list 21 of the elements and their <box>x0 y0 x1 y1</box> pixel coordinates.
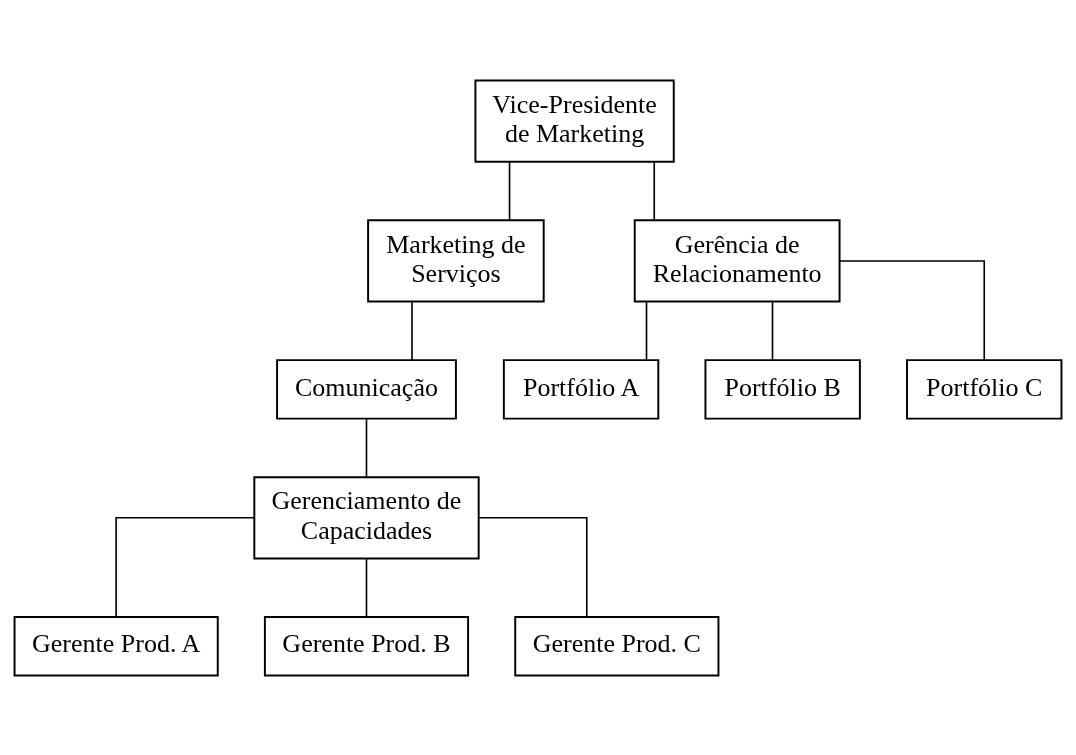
node-box: Portfólio A <box>502 358 660 420</box>
connector <box>645 300 648 361</box>
connector <box>838 259 986 360</box>
connector <box>411 300 413 361</box>
node-box: Comunicação <box>276 358 457 420</box>
node-box: Vice-Presidente de Marketing <box>474 79 675 163</box>
connector <box>478 516 588 617</box>
node-box: Portfólio B <box>704 358 861 420</box>
connector <box>508 161 511 221</box>
node-box: Gerente Prod. B <box>263 615 470 676</box>
connector <box>365 417 368 478</box>
node-box: Portfólio C <box>906 358 1063 420</box>
node-box: Gerente Prod. A <box>13 615 219 676</box>
connector <box>115 516 255 617</box>
connector <box>653 161 656 221</box>
node-box: Gerência de Relacionamento <box>633 218 841 303</box>
connector <box>365 557 368 618</box>
node-box: Gerenciamento de Capacidades <box>253 475 480 559</box>
node-box: Marketing de Serviços <box>367 218 545 303</box>
node-box: Gerente Prod. C <box>514 615 720 676</box>
connector <box>771 300 774 361</box>
